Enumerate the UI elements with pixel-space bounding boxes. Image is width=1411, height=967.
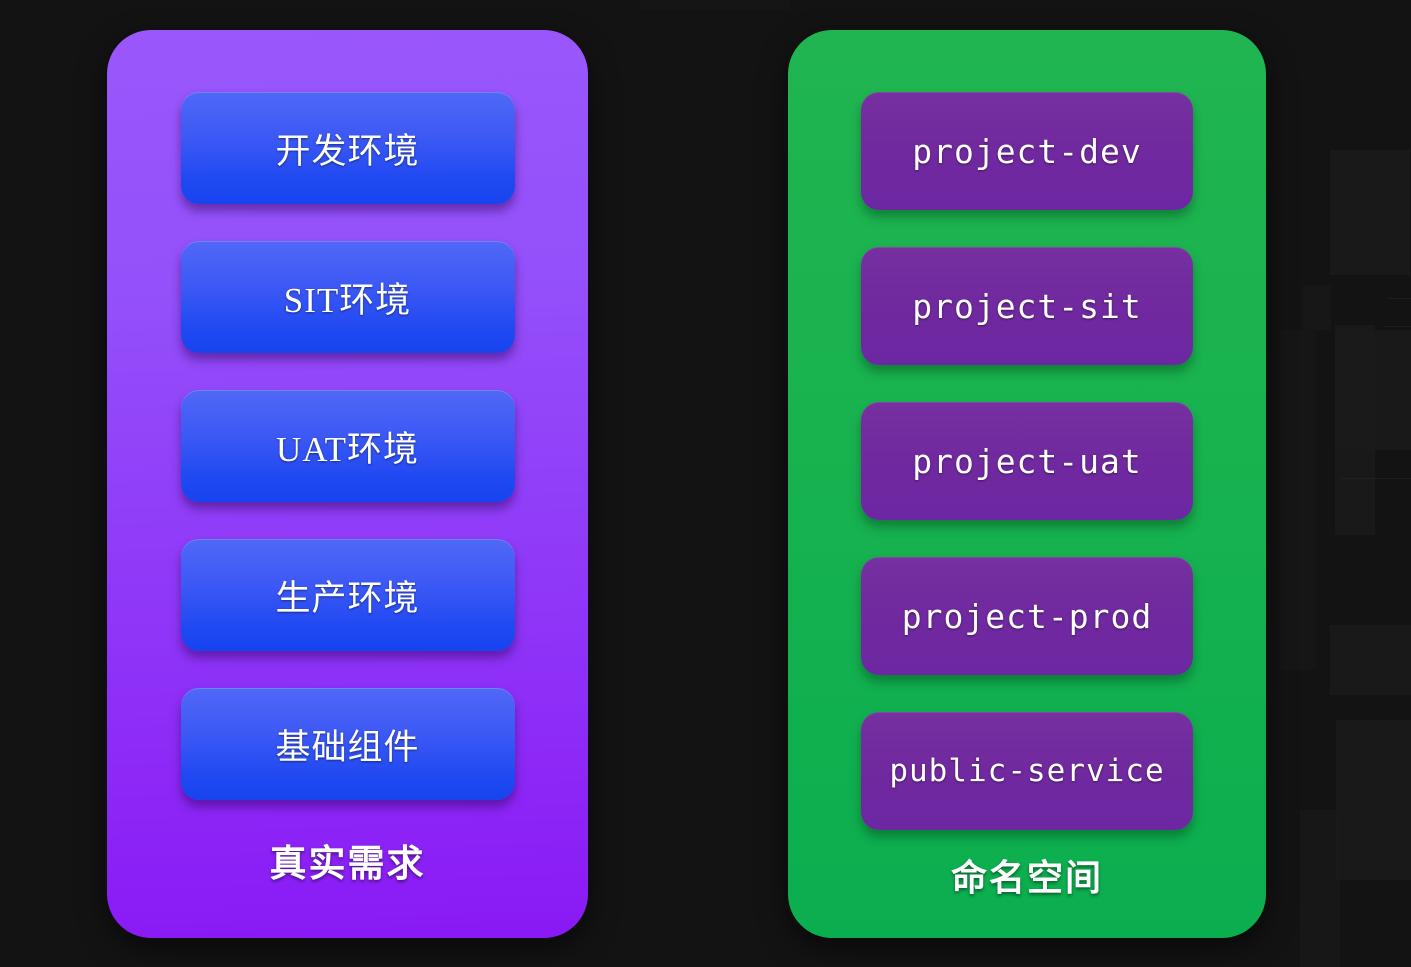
requirements-card-footer-label: 真实需求 xyxy=(269,844,426,885)
namespace-chip-public-service[interactable]: public-service xyxy=(861,712,1193,830)
requirements-card: 开发环境 SIT环境 UAT环境 生产环境 基础组件 真实需求 xyxy=(107,30,588,938)
namespaces-card: project-dev project-sit project-uat proj… xyxy=(788,30,1266,938)
requirements-chip-list: 开发环境 SIT环境 UAT环境 生产环境 基础组件 xyxy=(107,92,588,800)
requirement-chip-dev[interactable]: 开发环境 xyxy=(180,92,515,204)
namespace-chip-project-dev[interactable]: project-dev xyxy=(861,92,1193,210)
requirement-chip-uat[interactable]: UAT环境 xyxy=(180,390,515,502)
namespaces-chip-list: project-dev project-sit project-uat proj… xyxy=(788,92,1266,830)
requirement-chip-prod[interactable]: 生产环境 xyxy=(180,539,515,651)
namespace-chip-project-prod[interactable]: project-prod xyxy=(861,557,1193,675)
requirement-chip-sit[interactable]: SIT环境 xyxy=(180,241,515,353)
namespace-chip-project-uat[interactable]: project-uat xyxy=(861,402,1193,520)
namespace-chip-project-sit[interactable]: project-sit xyxy=(861,247,1193,365)
namespaces-card-footer-label: 命名空间 xyxy=(950,858,1103,898)
requirement-chip-base[interactable]: 基础组件 xyxy=(180,688,515,800)
